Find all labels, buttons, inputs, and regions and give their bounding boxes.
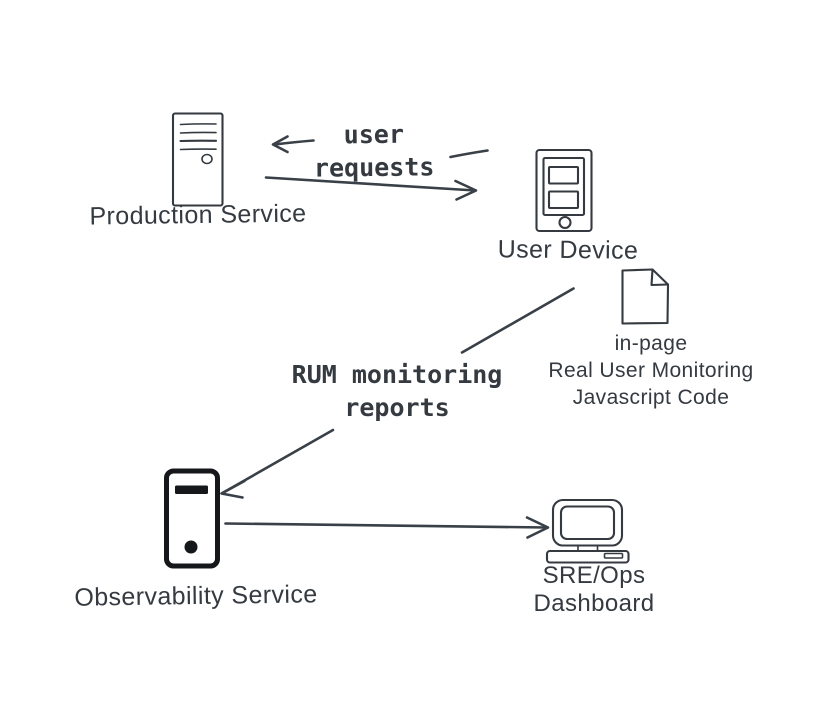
rum-snippet-label-line1: in-page [614, 332, 688, 355]
sre-dashboard-label: SRE/Ops Dashboard [533, 562, 654, 618]
sre-dashboard-label-line1: SRE/Ops [542, 562, 646, 589]
user-requests-edge-label: user requests [313, 117, 435, 184]
user-requests-edge-label-line2: requests [313, 152, 435, 183]
sre-dashboard-label-line2: Dashboard [533, 590, 655, 617]
rum-snippet-label-line2: Real User Monitoring [548, 359, 754, 382]
user-device-label: User Device [497, 235, 639, 265]
user-requests-edge-label-line1: user [343, 119, 405, 150]
desktop-computer-icon [545, 498, 630, 564]
arrow-rum-reports [220, 287, 575, 499]
observability-service-label: Observability Service [74, 580, 318, 612]
arrow-user-requests-to-production [271, 135, 489, 159]
rum-snippet-label-line3: Javascript Code [572, 386, 730, 409]
rum-reports-edge-label-line2: reports [344, 393, 450, 422]
rum-snippet-label: in-page Real User Monitoring Javascript … [548, 330, 753, 411]
mobile-phone-icon [535, 148, 593, 233]
arrow-observability-to-dashboard [224, 516, 550, 539]
arrow-production-to-user-device [264, 176, 478, 201]
rum-reports-edge-label: RUM monitoring reports [292, 358, 503, 424]
server-tower-bold-icon [164, 468, 220, 569]
server-tower-icon [171, 112, 224, 207]
document-icon [621, 268, 670, 325]
production-service-label: Production Service [89, 199, 307, 231]
rum-reports-edge-label-line1: RUM monitoring [291, 360, 503, 389]
